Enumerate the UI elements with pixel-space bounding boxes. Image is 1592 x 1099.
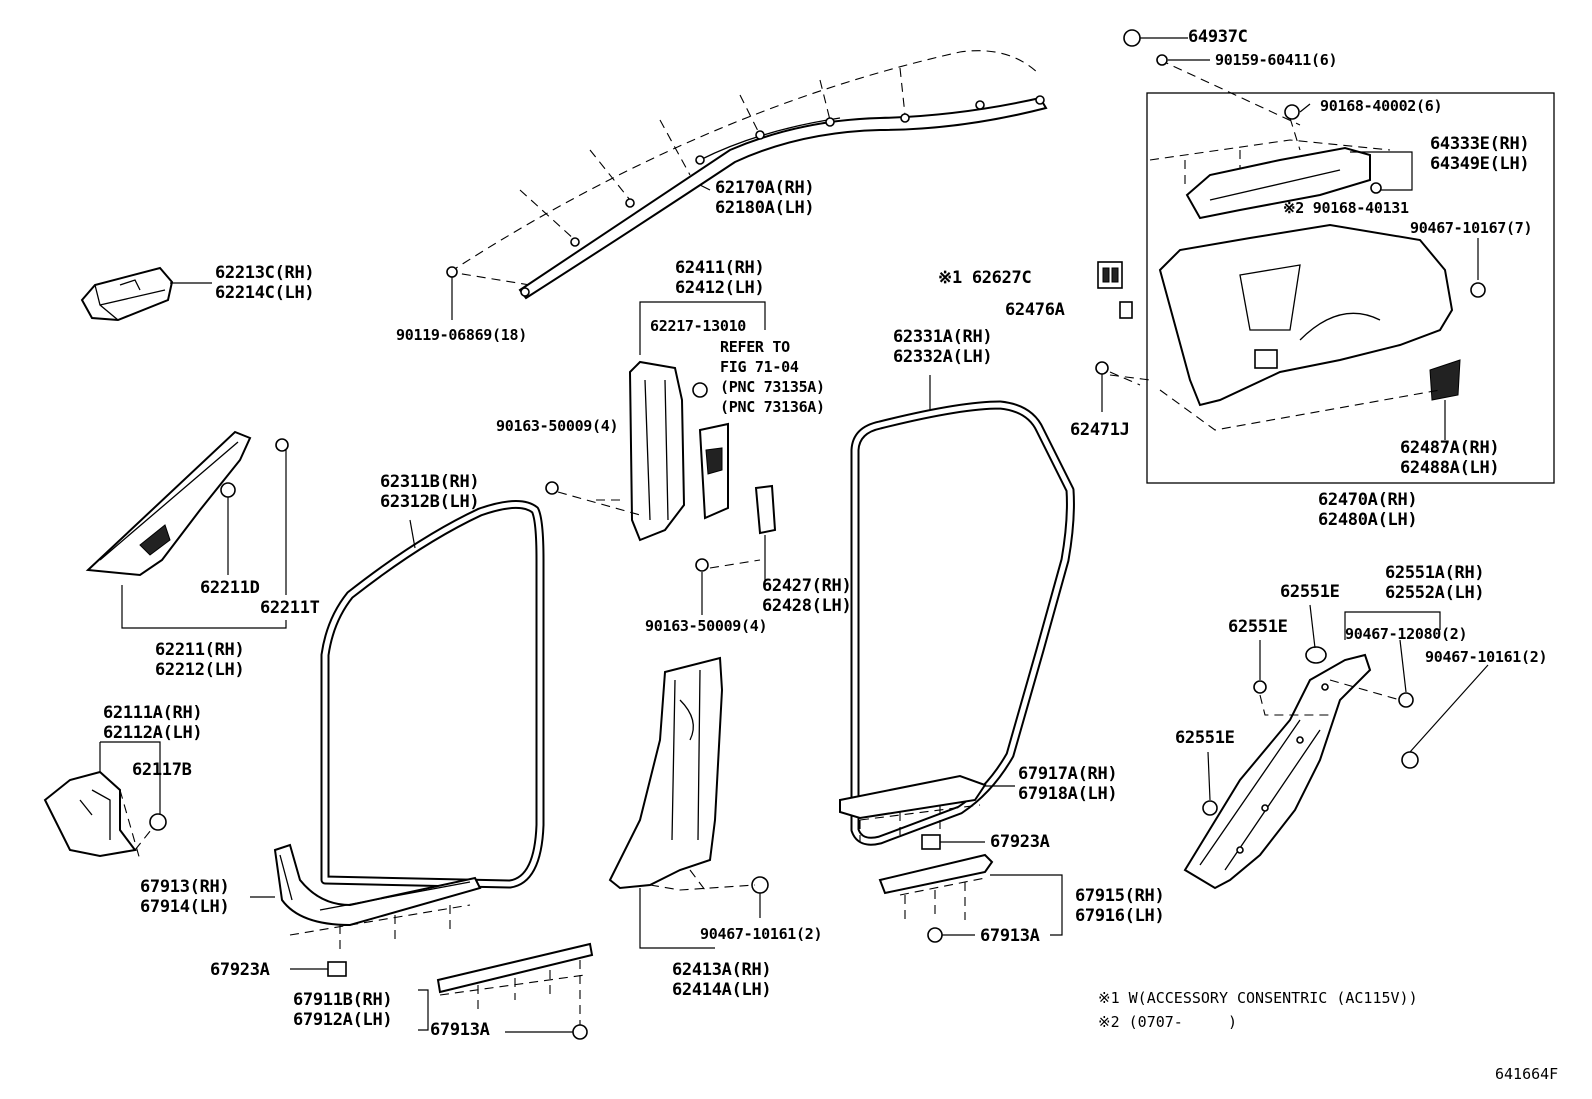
front-pillar-garnish-part: [85, 430, 289, 629]
callout-62170A: 62170A(RH) 62180A(LH): [715, 178, 815, 218]
callout-90168-40131: ※2 90168-40131: [1283, 199, 1409, 217]
callout-62427: 62427(RH) 62428(LH): [762, 576, 852, 616]
clip-62476-icon: [1119, 301, 1133, 319]
scuff-plate-67913-part: [250, 843, 482, 955]
callout-90467-12080: 90467-12080(2): [1345, 625, 1468, 643]
callout-62551E-top: 62551E: [1280, 582, 1340, 602]
callout-67911B: 67911B(RH) 67912A(LH): [293, 990, 393, 1030]
callout-refer-fig-71-04: REFER TO FIG 71-04 (PNC 73135A) (PNC 731…: [720, 338, 825, 416]
callout-67917A: 67917A(RH) 67918A(LH): [1018, 764, 1118, 804]
callout-90163-50009-upper: 90163-50009(4): [496, 417, 619, 435]
callout-62211: 62211(RH) 62212(LH): [155, 640, 245, 680]
callout-62487A: 62487A(RH) 62488A(LH): [1400, 438, 1500, 478]
callout-62551E-bottom: 62551E: [1175, 728, 1235, 748]
callout-67913: 67913(RH) 67914(LH): [140, 877, 230, 917]
callout-62311B: 62311B(RH) 62312B(LH): [380, 472, 480, 512]
scuff-plate-67911-part: [418, 942, 594, 1040]
callout-62627C: ※1 62627C: [938, 268, 1032, 288]
callout-64937C: 64937C: [1188, 27, 1248, 47]
callout-90163-50009-lower: 90163-50009(4): [645, 617, 768, 635]
callout-90467-10161-right: 90467-10161(2): [1425, 648, 1548, 666]
callout-67913A-left: 67913A: [430, 1020, 490, 1040]
callout-90159-60411: 90159-60411(6): [1215, 51, 1338, 69]
callout-62211D: 62211D: [200, 578, 260, 598]
callout-67915: 67915(RH) 67916(LH): [1075, 886, 1165, 926]
clip-64937-icon: [1123, 29, 1188, 47]
footnote-2: ※2 (0707- ): [1098, 1013, 1237, 1031]
scuff-plate-67917-part: [839, 774, 1015, 850]
callout-62213C: 62213C(RH) 62214C(LH): [215, 263, 315, 303]
callout-62217-13010: 62217-13010: [650, 317, 747, 335]
callout-62551E-middle: 62551E: [1228, 617, 1288, 637]
footnote-1: ※1 W(ACCESSORY CONSENTRIC (AC115V)): [1098, 989, 1418, 1007]
screw-90119-icon: [446, 266, 458, 320]
clip-67923-icon: [290, 961, 347, 977]
callout-62411: 62411(RH) 62412(LH): [675, 258, 765, 298]
screw-90159-icon: [1156, 54, 1210, 66]
callout-67923A-left: 67923A: [210, 960, 270, 980]
clip-62471-icon: [1095, 361, 1141, 412]
callout-90168-40002: 90168-40002(6): [1320, 97, 1443, 115]
callout-67923A-right: 67923A: [990, 832, 1050, 852]
accessory-socket-62627-icon: [1097, 261, 1123, 289]
callout-62117B: 62117B: [132, 760, 192, 780]
scuff-plate-67915-part: [878, 853, 1063, 943]
callout-62331A: 62331A(RH) 62332A(LH): [893, 327, 993, 367]
callout-62471J: 62471J: [1070, 420, 1130, 440]
callout-62551A: 62551A(RH) 62552A(LH): [1385, 563, 1485, 603]
quarter-trim-panel-part: [1109, 59, 1555, 484]
center-pillar-upper-garnish-part: [545, 301, 777, 615]
callout-90467-10167: 90467-10167(7): [1410, 219, 1533, 237]
bracket-62111-part: [43, 741, 167, 861]
callout-64333E: 64333E(RH) 64349E(LH): [1430, 134, 1530, 174]
callout-90119-06869: 90119-06869(18): [396, 326, 527, 344]
roof-side-garnish-62551-part: [1183, 604, 1489, 890]
callout-62476A: 62476A: [1005, 300, 1065, 320]
callout-67913A-right: 67913A: [980, 926, 1040, 946]
roof-side-rail-part: [449, 50, 1048, 300]
callout-62413A: 62413A(RH) 62414A(LH): [672, 960, 772, 1000]
callout-62211T: 62211T: [260, 598, 320, 618]
callout-62470A: 62470A(RH) 62480A(LH): [1318, 490, 1418, 530]
callout-62111A: 62111A(RH) 62112A(LH): [103, 703, 203, 743]
cover-62213-part: [80, 266, 212, 322]
front-door-weatherstrip-part: [320, 500, 545, 889]
center-pillar-lower-garnish-part: [608, 656, 769, 949]
reference-code: 641664F: [1495, 1065, 1559, 1083]
callout-90467-10161-center: 90467-10161(2): [700, 925, 823, 943]
